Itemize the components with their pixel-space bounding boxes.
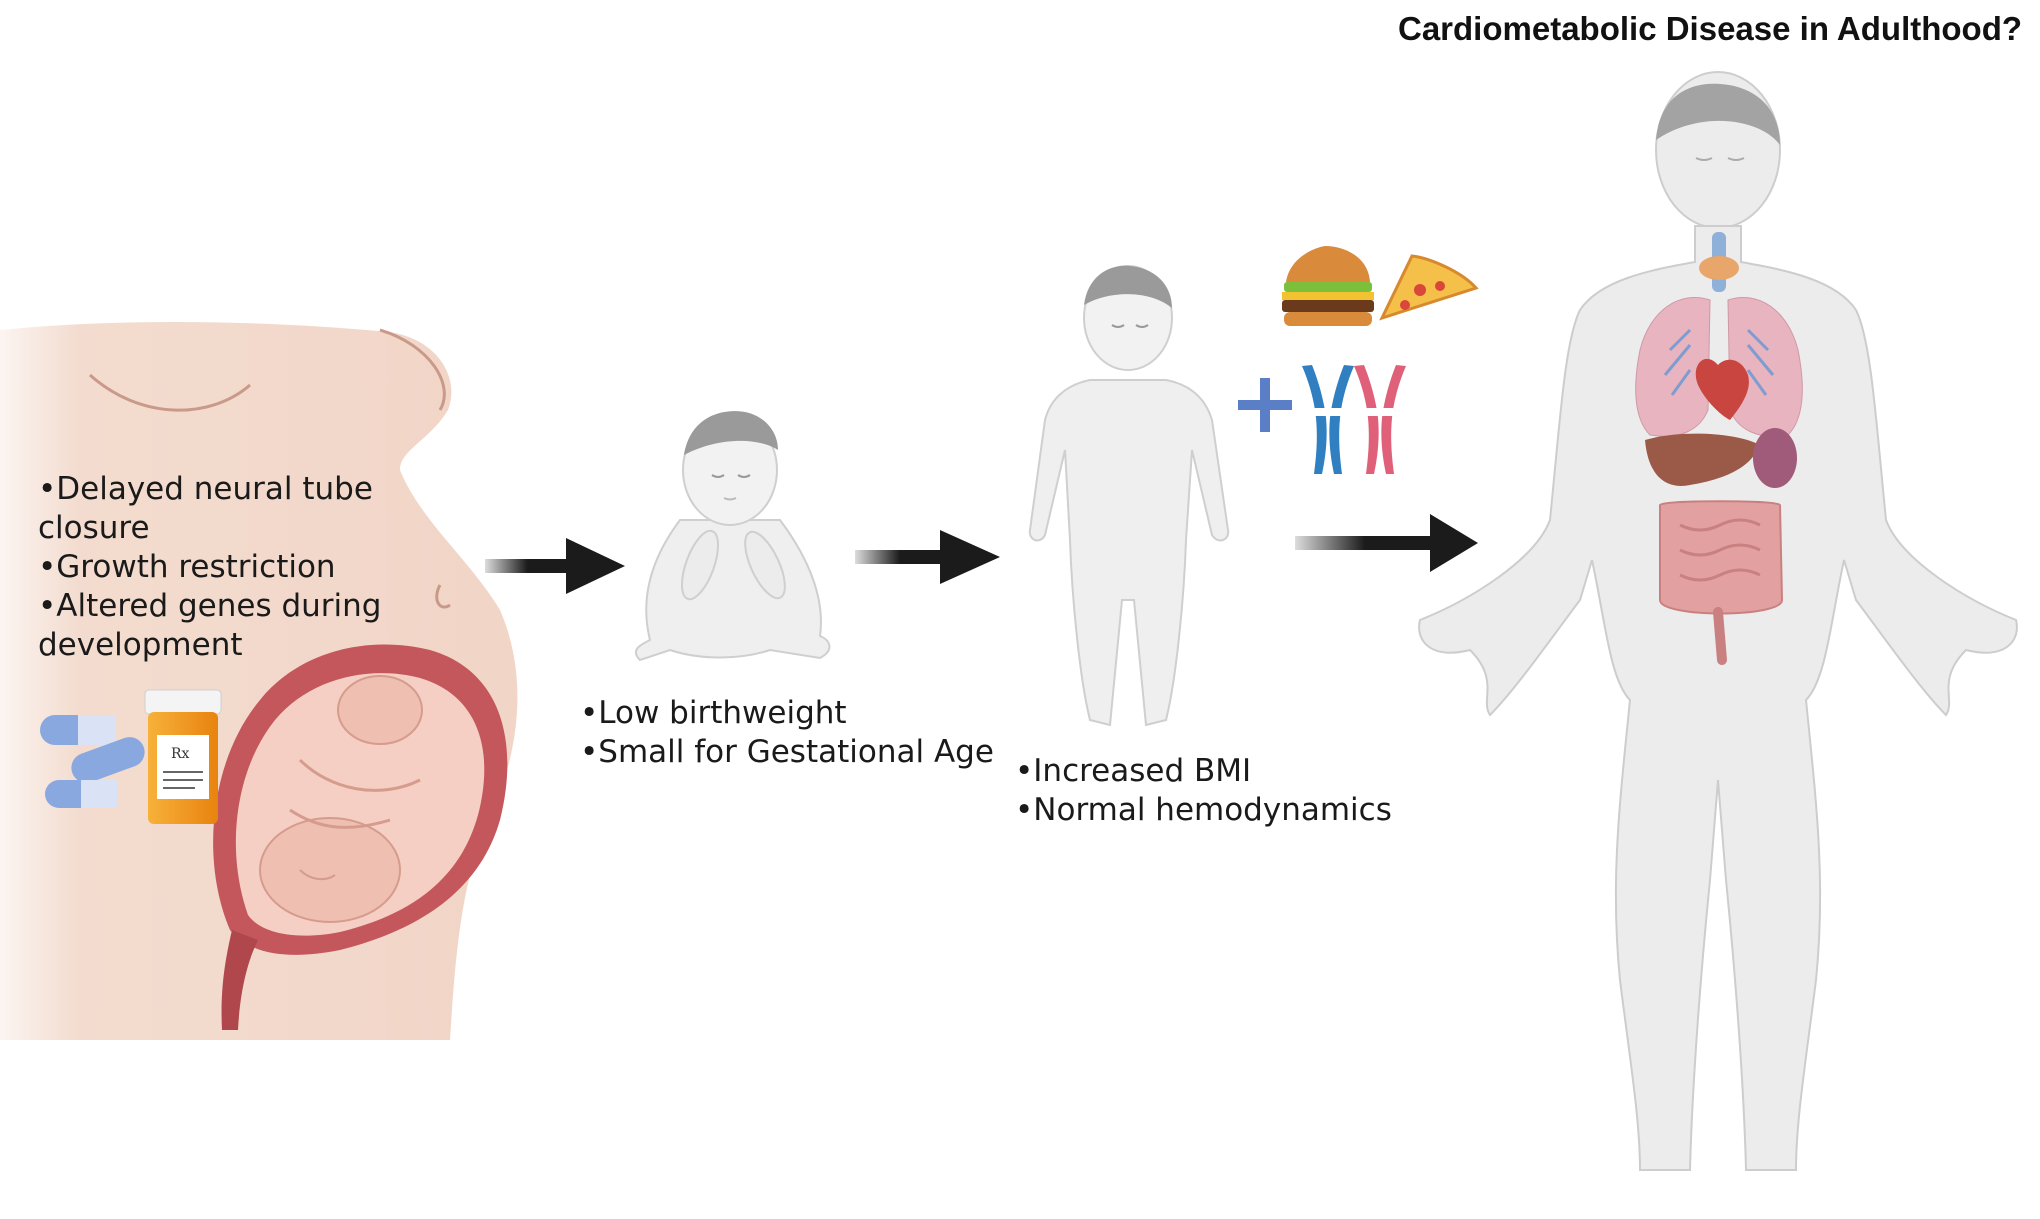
infant-note-line: •Low birthweight [580,695,847,731]
pregnancy-note-line: •Delayed neural tube [38,471,373,507]
hamburger-icon [1282,246,1374,326]
infant-note-line: •Small for Gestational Age [580,734,994,770]
plus-icon [1238,378,1292,432]
child-note-line: •Increased BMI [1015,753,1252,789]
arrow-infant-to-child [855,530,1000,584]
uterus-fetus-illustration [213,644,508,1030]
pregnancy-notes: •Delayed neural tube closure •Growth res… [38,470,381,665]
diagram-title: Cardiometabolic Disease in Adulthood? [1398,10,2023,47]
prescription-bottle-icon: Rx [144,689,222,824]
arrow-pregnancy-to-infant [485,538,625,594]
child-note-line: •Normal hemodynamics [1015,792,1392,828]
pregnancy-note-line: •Growth restriction [38,549,336,585]
infant-illustration [634,411,831,662]
pregnancy-note-line: development [38,627,243,663]
arrow-child-to-adult [1295,514,1478,572]
rx-label: Rx [171,746,190,762]
child-notes: •Increased BMI •Normal hemodynamics [1015,752,1392,830]
infant-notes: •Low birthweight •Small for Gestational … [580,694,994,772]
adult-body-illustration [1418,71,2018,1171]
chromosome-icon [1302,365,1406,474]
child-illustration [1028,265,1230,727]
pregnancy-note-line: •Altered genes during [38,588,382,624]
pills-icon [40,715,145,808]
pregnancy-note-line: closure [38,510,150,546]
pizza-slice-icon [1379,254,1479,321]
